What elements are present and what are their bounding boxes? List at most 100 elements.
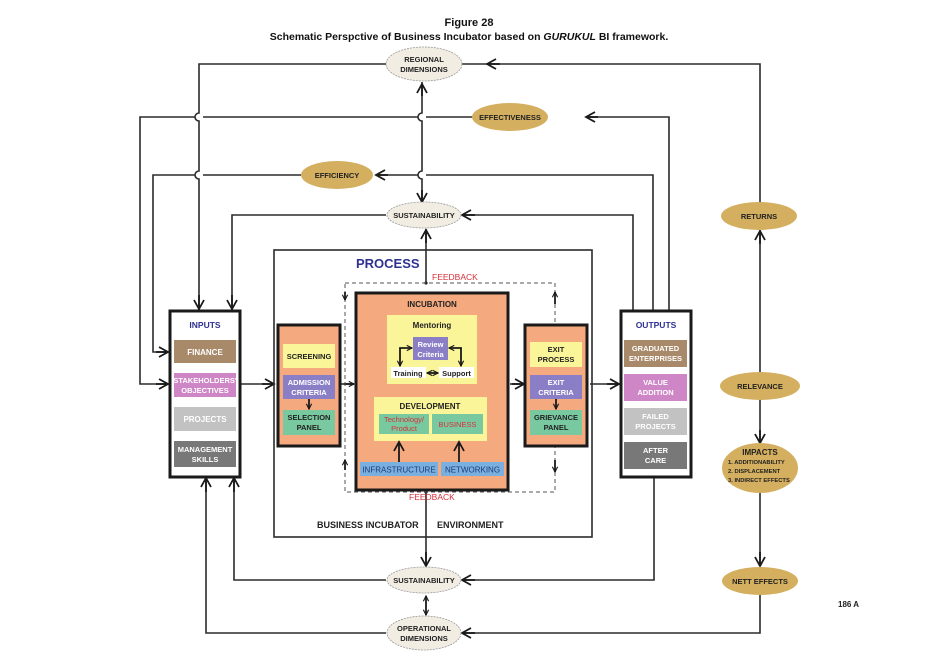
- returns-to-regional-line: [462, 63, 761, 205]
- admission-label-1: ADMISSION: [288, 378, 331, 387]
- returns-label: RETURNS: [741, 212, 777, 221]
- environment-box: [273, 249, 593, 538]
- input-projects-label: PROJECTS: [183, 415, 227, 424]
- input-stakeholders-label-2: OBJECTIVES: [181, 386, 229, 395]
- sustainability-bottom-to-inputs-line: [233, 478, 386, 581]
- review-criteria-box: [413, 337, 448, 360]
- output-graduated-label-1: GRADUATED: [632, 344, 680, 353]
- figure-title: Schematic Perspctive of Business Incubat…: [270, 31, 669, 43]
- networking-box: [441, 462, 504, 476]
- connector-lines: [139, 58, 766, 639]
- output-value-label-1: VALUE: [643, 378, 668, 387]
- incubation-title: INCUBATION: [407, 300, 457, 309]
- output-aftercare-label-2: CARE: [645, 456, 666, 465]
- support-box: [439, 367, 474, 378]
- feedback-loop: [344, 282, 556, 493]
- exit-criteria-label-2: CRITERIA: [538, 388, 574, 397]
- impacts-node: IMPACTS 1. ADDITIONABILITY 2. DISPLACEME…: [722, 443, 798, 493]
- title-italic: GURUKUL: [543, 31, 596, 43]
- sustainability-top-node: SUSTAINABILITY: [386, 201, 462, 229]
- effectiveness-node: EFFECTIVENESS: [472, 103, 548, 131]
- output-graduated: [624, 340, 687, 367]
- development-label: DEVELOPMENT: [400, 402, 461, 411]
- output-aftercare: [624, 442, 687, 469]
- nett-effects-label: NETT EFFECTS: [732, 577, 788, 586]
- feedback-label-top: FEEDBACK: [432, 272, 478, 282]
- input-management-label-2: SKILLS: [192, 455, 219, 464]
- admission-label-2: CRITERIA: [291, 388, 327, 397]
- impact-item-1: 1. ADDITIONABILITY: [728, 460, 785, 466]
- output-failed: [624, 408, 687, 435]
- output-failed-label-1: FAILED: [642, 412, 669, 421]
- outputs-title: OUTPUTS: [636, 320, 677, 330]
- nett-effects-node: NETT EFFECTS: [722, 567, 798, 595]
- selection-label-2: PANEL: [297, 423, 322, 432]
- impact-item-2: 2. DISPLACEMENT: [728, 469, 781, 475]
- screening-box: [283, 344, 335, 368]
- support-label: Support: [442, 369, 471, 378]
- returns-node: RETURNS: [721, 202, 797, 230]
- output-graduated-label-2: ENTERPRISES: [629, 354, 682, 363]
- incubation-panel: INCUBATION Mentoring Review Criteria Tra…: [354, 291, 510, 492]
- regional-label-2: DIMENSIONS: [400, 65, 448, 74]
- effectiveness-ellipse: [472, 103, 548, 131]
- training-label: Training: [393, 369, 423, 378]
- regional-dimensions-node: REGIONAL DIMENSIONS: [385, 46, 463, 82]
- output-aftercare-label-1: AFTER: [643, 446, 669, 455]
- environment-label-right: ENVIRONMENT: [437, 520, 504, 530]
- inputs-title: INPUTS: [189, 320, 221, 330]
- review-support-arrow: [449, 348, 461, 366]
- sustainability-top-ellipse: [386, 201, 462, 229]
- returns-ellipse: [721, 202, 797, 230]
- nett-effects-ellipse: [722, 567, 798, 595]
- output-failed-label-2: PROJECTS: [635, 422, 675, 431]
- grievance-panel-box: [530, 410, 582, 435]
- input-management: [174, 441, 236, 467]
- page-number: 186 A: [838, 600, 859, 609]
- review-training-arrow: [400, 348, 412, 366]
- efficiency-label: EFFICIENCY: [315, 171, 360, 180]
- technology-product-box: [379, 414, 429, 434]
- entry-panel: SCREENING ADMISSION CRITERIA SELECTION P…: [276, 323, 342, 448]
- sustainability-top-label: SUSTAINABILITY: [393, 211, 455, 220]
- grievance-label-2: PANEL: [544, 423, 569, 432]
- review-label-1: Review: [418, 340, 444, 349]
- environment-label-left: BUSINESS INCUBATOR: [317, 520, 419, 530]
- operational-to-inputs-line: [205, 478, 386, 634]
- selection-label-1: SELECTION: [288, 413, 331, 422]
- infrastructure-label: INFRASTRUCTURE: [362, 466, 435, 475]
- business-label: BUSINESS: [439, 420, 477, 429]
- impact-item-3: 3. INDIRECT EFFECTS: [728, 478, 790, 484]
- selection-panel-box: [283, 410, 335, 435]
- review-label-2: Criteria: [417, 350, 444, 359]
- input-management-label-1: MANAGEMENT: [178, 445, 233, 454]
- regional-label-1: REGIONAL: [404, 55, 444, 64]
- output-value-label-2: ADDITION: [637, 388, 673, 397]
- infrastructure-box: [360, 462, 438, 476]
- sustainability-bottom-node: SUSTAINABILITY: [386, 566, 462, 594]
- impacts-title: IMPACTS: [742, 448, 778, 457]
- input-finance-label: FINANCE: [187, 348, 223, 357]
- training-box: [391, 367, 426, 378]
- outputs-to-efficiency-line: [378, 174, 654, 310]
- outputs-to-sustainability-line: [462, 214, 634, 310]
- efficiency-ellipse: [301, 161, 373, 189]
- title-part2: BI framework.: [596, 31, 668, 43]
- title-part1: Schematic Perspctive of Business Incubat…: [270, 31, 544, 43]
- feedback-label-bottom: FEEDBACK: [409, 492, 455, 502]
- technology-label-2: Product: [391, 424, 418, 433]
- operational-ellipse: [386, 615, 462, 651]
- inputs-panel: INPUTS FINANCE STAKEHOLDERS' OBJECTIVES …: [168, 309, 242, 479]
- regional-sustainability-line: [417, 82, 423, 202]
- relevance-label: RELEVANCE: [737, 382, 783, 391]
- business-box: [432, 414, 483, 434]
- exit-process-label-1: EXIT: [548, 345, 565, 354]
- effectiveness-label: EFFECTIVENESS: [479, 113, 541, 122]
- technology-label-1: Technology/: [384, 415, 425, 424]
- input-finance: [174, 340, 236, 363]
- efficiency-node: EFFICIENCY: [301, 161, 373, 189]
- sustainability-bottom-ellipse: [386, 566, 462, 594]
- regional-ellipse: [385, 46, 463, 82]
- sustainability-to-inputs-line: [231, 214, 386, 310]
- nett-effects-to-operational-line: [462, 594, 761, 634]
